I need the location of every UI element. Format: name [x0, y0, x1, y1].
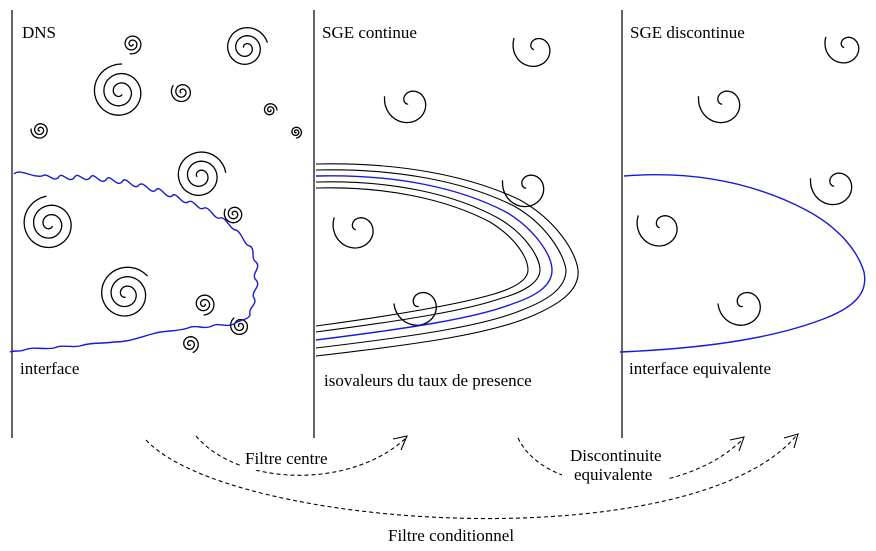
sge-continue-title: SGE continue [322, 23, 417, 42]
vortex-icon [291, 126, 303, 139]
isovalue-contour-2 [315, 169, 567, 349]
dns-panel-title: DNS [22, 23, 56, 42]
sge-discontinue-vortex-group [636, 36, 860, 326]
vortex-icon [393, 291, 437, 326]
vortex-icon [223, 206, 243, 224]
sge-continue-vortex-group [332, 37, 551, 326]
discontinuite-label-line2: equivalente [574, 465, 652, 484]
vortex-icon [93, 63, 142, 116]
isovalue-inner-contour [315, 187, 529, 327]
vortex-icon [824, 36, 860, 64]
vortex-icon [30, 123, 48, 139]
isovalue-interface-contour [315, 175, 553, 341]
dns-interface-curve [9, 171, 259, 353]
vortex-icon [226, 26, 268, 65]
vortex-icon [170, 84, 192, 103]
vortex-icon [177, 151, 227, 197]
discontinuite-arrow: Discontinuite equivalente [517, 436, 745, 486]
equivalent-interface-curve [619, 174, 866, 353]
discontinuite-label-line1: Discontinuite [570, 446, 662, 465]
vortex-icon [501, 174, 545, 208]
vortex-icon [229, 317, 249, 336]
vortex-icon [183, 336, 199, 354]
vortex-icon [697, 90, 741, 124]
vortex-icon [636, 215, 678, 247]
vortex-icon [383, 90, 427, 124]
vortex-icon [195, 294, 215, 316]
vortex-icon [717, 291, 761, 326]
isovalue-outer-contour [315, 163, 579, 357]
filtre-conditionnel-arrow: Filtre conditionnel [145, 433, 799, 546]
vortex-icon [101, 266, 148, 317]
vortex-icon [809, 172, 853, 206]
dns-panel: DNS interface [9, 23, 303, 378]
vortex-icon [332, 217, 374, 249]
isovalue-label: isovaleurs du taux de presence [324, 371, 532, 390]
equivalent-interface-label: interface equivalente [629, 359, 771, 378]
vortex-icon [263, 103, 278, 116]
filtre-conditionnel-label: Filtre conditionnel [388, 526, 514, 545]
vortex-icon [512, 37, 551, 68]
vortex-icon [23, 195, 72, 249]
vortex-icon [124, 35, 142, 55]
sge-continue-panel: SGE continue isovaleurs du taux de prese… [315, 23, 579, 390]
dns-vortex-group [23, 26, 303, 354]
isovalue-contour-4 [315, 181, 541, 333]
dns-interface-label: interface [20, 359, 79, 378]
filtre-centre-label: Filtre centre [245, 449, 328, 468]
sge-discontinue-panel: SGE discontinue interface equivalente [619, 23, 866, 378]
sge-discontinue-title: SGE discontinue [630, 23, 745, 42]
filtre-centre-arrow: Filtre centre [195, 435, 408, 476]
